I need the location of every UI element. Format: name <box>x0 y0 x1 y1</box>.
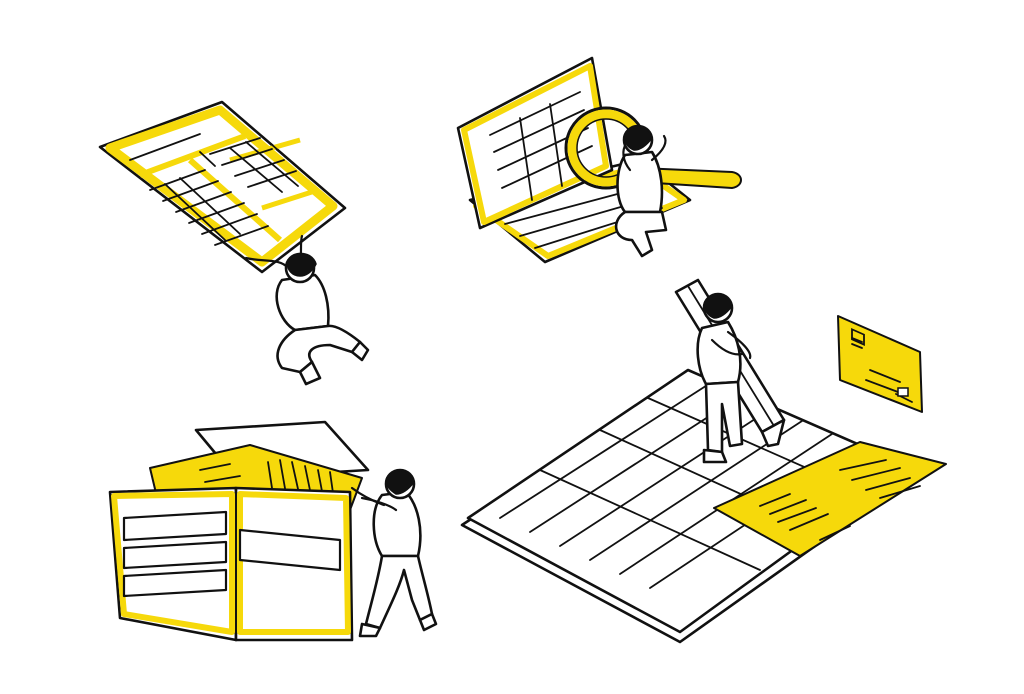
spreadsheet-icon <box>98 100 347 274</box>
table-card-receipt-vignette <box>460 278 947 644</box>
person-carrying-pencil <box>674 278 786 464</box>
receipt-icon <box>713 441 947 557</box>
wallet-icon <box>108 486 354 642</box>
credit-card-icon <box>837 315 923 413</box>
person-inspecting <box>614 124 668 258</box>
person-lifting <box>244 234 370 386</box>
person-pulling <box>350 468 438 638</box>
laptop-inspect-vignette <box>456 56 742 264</box>
spreadsheet-carry-vignette <box>98 100 370 386</box>
wallet-receipt-vignette <box>108 420 438 642</box>
